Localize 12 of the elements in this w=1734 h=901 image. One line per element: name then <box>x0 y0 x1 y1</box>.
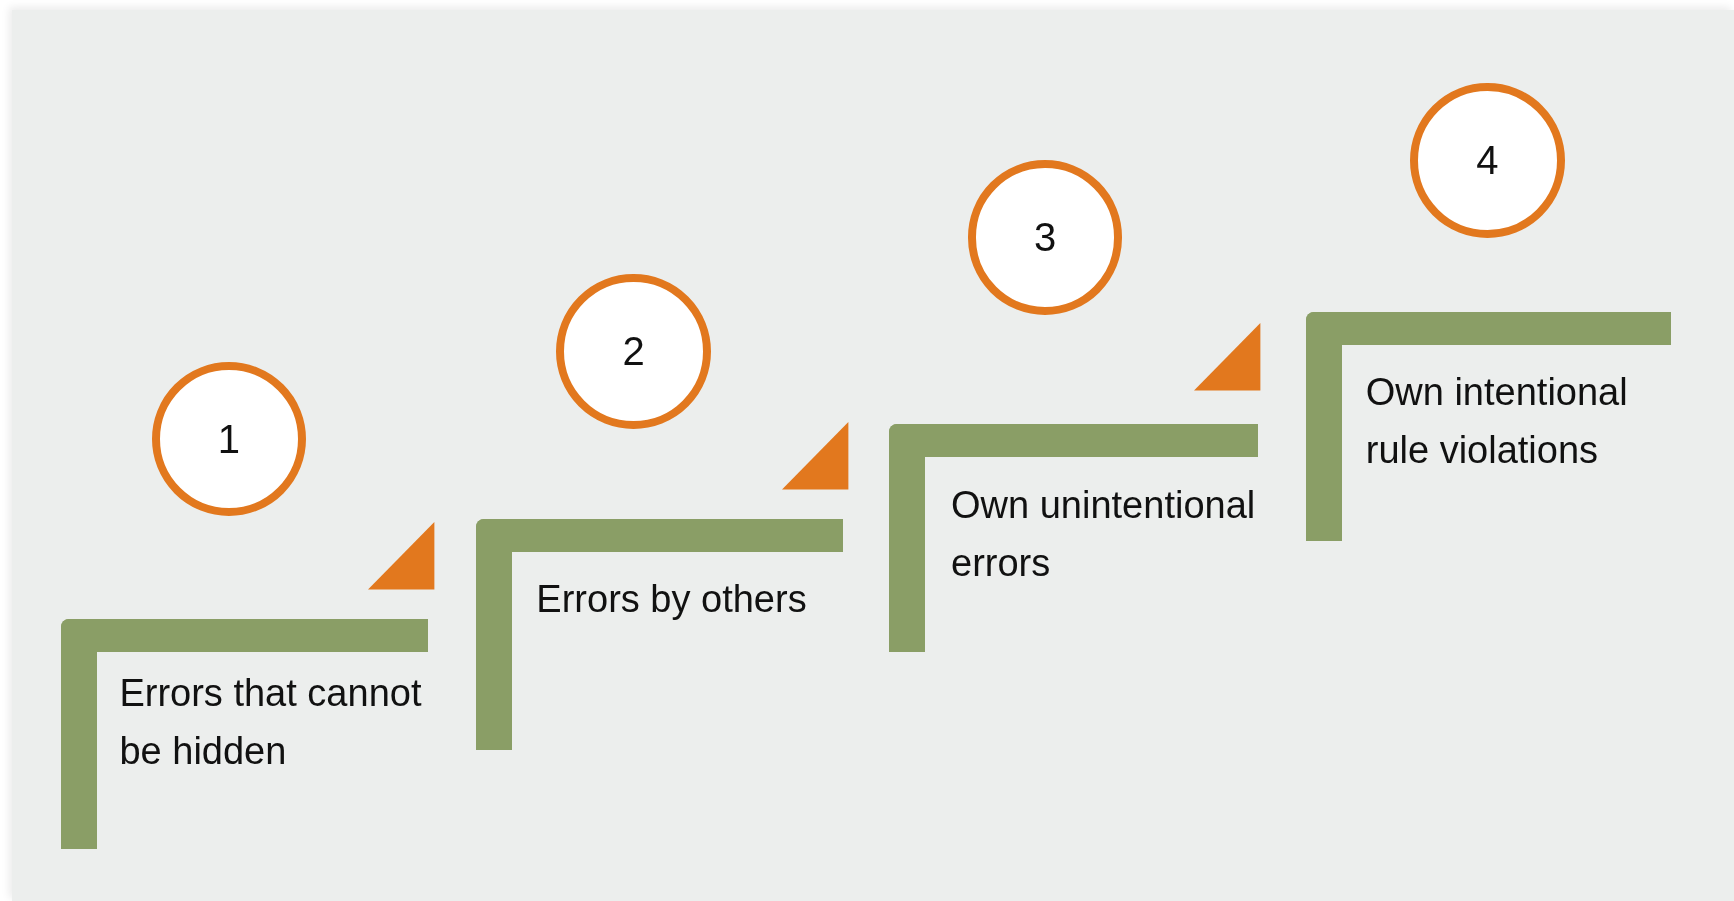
step-number: 2 <box>622 329 645 375</box>
step-bracket <box>1306 311 1671 541</box>
step-label: Own unintentional errors <box>951 482 1257 586</box>
step-number: 1 <box>217 416 241 462</box>
step-label: Errors that cannot be hidden <box>119 670 423 774</box>
step-number: 3 <box>1033 215 1057 261</box>
step-number: 4 <box>1476 137 1499 183</box>
step-label: Errors by others <box>536 576 808 622</box>
step-bracket <box>475 518 843 750</box>
step-bracket <box>889 423 1259 653</box>
step-bracket <box>60 619 428 850</box>
step-label: Own intentional rule violations <box>1365 369 1629 473</box>
